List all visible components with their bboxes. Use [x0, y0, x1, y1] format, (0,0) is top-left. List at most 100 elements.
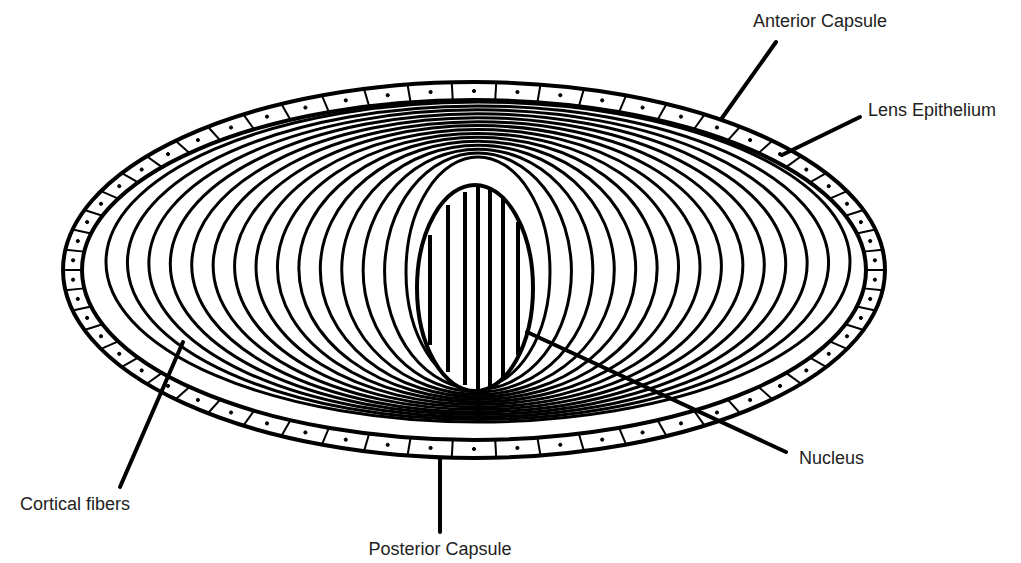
cell-nucleus-dot — [344, 99, 347, 102]
cell-nucleus-dot — [845, 202, 848, 205]
cell-wall — [728, 400, 740, 414]
cell-nucleus-dot — [873, 278, 876, 281]
leader-line — [120, 342, 183, 487]
fiber-ring — [363, 149, 593, 392]
cell-wall — [694, 114, 705, 129]
cell-nucleus-dot — [472, 447, 475, 450]
cell-wall — [857, 230, 876, 234]
cell-nucleus-dot — [869, 297, 872, 300]
nucleus-stripes — [430, 186, 518, 390]
cell-wall — [759, 141, 773, 153]
cell-nucleus-dot — [859, 221, 862, 224]
cell-wall — [208, 127, 220, 141]
cell-wall — [579, 89, 584, 106]
cell-nucleus-dot — [805, 168, 808, 171]
cell-wall — [364, 89, 369, 106]
cell-wall — [830, 191, 847, 199]
cell-wall — [786, 373, 801, 384]
cell-wall — [176, 387, 190, 399]
cell-nucleus-dot — [601, 438, 604, 441]
fiber-ring — [127, 106, 828, 420]
cell-wall — [243, 411, 254, 426]
leader-line — [722, 42, 776, 118]
cell-wall — [101, 341, 118, 349]
cell-wall — [579, 434, 584, 451]
fiber-ring — [192, 118, 765, 412]
cell-wall — [322, 428, 329, 445]
cell-wall — [810, 173, 826, 182]
cell-wall — [857, 307, 876, 311]
cell-wall — [452, 82, 453, 100]
cell-wall — [759, 387, 773, 399]
cell-nucleus-dot — [166, 153, 169, 156]
cell-wall — [147, 156, 162, 167]
cell-wall — [73, 230, 92, 234]
cell-nucleus-dot — [86, 316, 89, 319]
fiber-ring — [170, 114, 785, 415]
cell-wall — [619, 95, 626, 112]
cell-wall — [122, 173, 138, 182]
cell-wall — [728, 127, 740, 141]
fiber-ring — [213, 122, 743, 410]
cell-wall — [495, 440, 496, 458]
cell-nucleus-dot — [559, 94, 562, 97]
cell-nucleus-dot — [196, 398, 199, 401]
fiber-ring — [342, 145, 615, 394]
cell-nucleus-dot — [140, 369, 143, 372]
cell-wall — [73, 307, 92, 311]
cell-nucleus-dot — [71, 259, 74, 262]
cell-wall — [65, 250, 84, 252]
cell-nucleus-dot — [118, 352, 121, 355]
cell-nucleus-dot — [196, 138, 199, 141]
cell-wall — [495, 82, 496, 100]
cell-nucleus-dot — [715, 126, 718, 129]
cell-nucleus-dot — [76, 297, 79, 300]
cell-nucleus-dot — [859, 316, 862, 319]
capsule-outer — [63, 82, 885, 458]
cell-nucleus-dot — [559, 443, 562, 446]
cell-nucleus-dot — [386, 443, 389, 446]
cell-wall — [658, 104, 667, 120]
cell-nucleus-dot — [601, 99, 604, 102]
cell-wall — [845, 324, 863, 330]
fiber-ring — [149, 110, 807, 417]
cell-nucleus-dot — [71, 278, 74, 281]
cell-nucleus-dot — [679, 115, 682, 118]
cell-wall — [364, 434, 369, 451]
cell-wall — [864, 288, 883, 290]
cell-nucleus-dot — [429, 446, 432, 449]
cell-nucleus-dot — [516, 446, 519, 449]
cell-wall — [408, 438, 411, 456]
cell-nucleus-dot — [265, 422, 268, 425]
cell-wall — [147, 373, 162, 384]
cell-wall — [452, 440, 453, 458]
epithelium-cells — [63, 82, 885, 457]
fiber-ring — [299, 137, 657, 399]
cell-nucleus-dot — [99, 202, 102, 205]
part-label: Anterior Capsule — [751, 11, 889, 33]
part-label: Posterior Capsule — [366, 539, 513, 561]
cell-wall — [208, 400, 220, 414]
cell-nucleus-dot — [749, 138, 752, 141]
cell-nucleus-dot — [86, 221, 89, 224]
cell-nucleus-dot — [516, 90, 519, 93]
cell-wall — [810, 358, 826, 367]
cell-wall — [122, 358, 138, 367]
cell-nucleus-dot — [641, 106, 644, 109]
cell-nucleus-dot — [265, 115, 268, 118]
part-label: Nucleus — [797, 448, 866, 470]
cell-nucleus-dot — [118, 185, 121, 188]
nucleus — [417, 185, 533, 391]
cell-nucleus-dot — [429, 90, 432, 93]
fiber-ring — [256, 130, 700, 405]
cell-wall — [537, 438, 540, 456]
capsule-inner — [82, 100, 866, 440]
fiber-ring — [106, 102, 850, 422]
leader-line — [782, 117, 860, 155]
cell-wall — [322, 95, 329, 112]
nucleus-outline — [417, 185, 533, 391]
cell-nucleus-dot — [679, 422, 682, 425]
cell-nucleus-dot — [805, 369, 808, 372]
cell-wall — [101, 191, 118, 199]
cell-nucleus-dot — [76, 239, 79, 242]
